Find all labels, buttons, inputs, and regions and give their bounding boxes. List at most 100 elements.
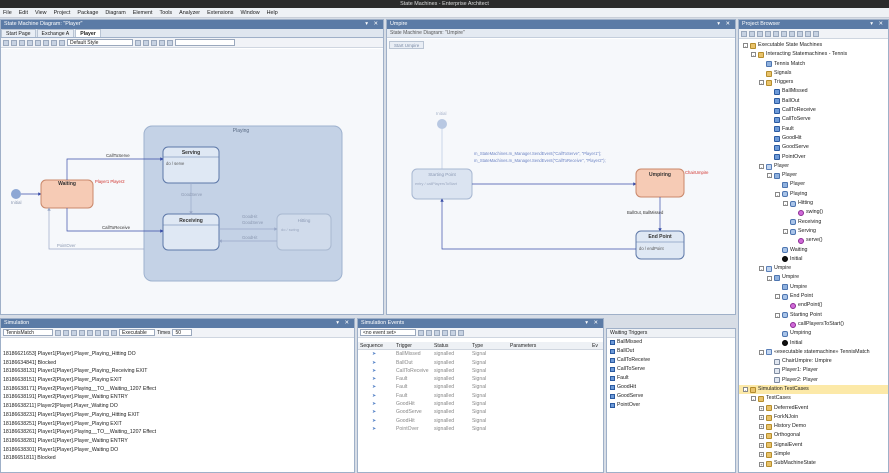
tree-item[interactable]: +Orthogonal	[739, 431, 888, 440]
toolbar-button[interactable]	[35, 39, 41, 46]
expand-toggle-icon[interactable]: -	[775, 191, 780, 197]
tree-item[interactable]: -Umpire	[739, 273, 888, 282]
tree-item[interactable]: +History Demo	[739, 422, 888, 431]
menu-project[interactable]: Project	[53, 9, 71, 16]
tree-item[interactable]: -Serving	[739, 227, 888, 236]
step-into-button[interactable]	[71, 329, 77, 336]
tree-item[interactable]: swing()	[739, 208, 888, 217]
tree-item[interactable]: Player2: Player	[739, 376, 888, 385]
tree-item[interactable]: -Hitting	[739, 199, 888, 208]
expand-toggle-icon[interactable]: +	[759, 424, 764, 430]
toolbar-button[interactable]	[103, 329, 109, 336]
toolbar-button[interactable]	[805, 30, 811, 37]
toolbar-button[interactable]	[111, 329, 117, 336]
panel-close-icon[interactable]: ▾ ✕	[717, 21, 732, 27]
tree-item[interactable]: -Playing	[739, 190, 888, 199]
tab-start-page[interactable]: Start Page	[1, 29, 36, 37]
waiting-trigger-item[interactable]: CallToReceive	[607, 356, 735, 365]
expand-toggle-icon[interactable]: -	[751, 52, 756, 58]
tree-item[interactable]: -Executable State Machines	[739, 41, 888, 50]
waiting-trigger-item[interactable]: GoodHit	[607, 383, 735, 392]
expand-toggle-icon[interactable]: -	[775, 294, 780, 300]
toolbar-button[interactable]	[773, 30, 779, 37]
menu-help[interactable]: Help	[266, 9, 278, 16]
waiting-trigger-item[interactable]: BallMissed	[607, 338, 735, 347]
toolbar-button[interactable]	[757, 30, 763, 37]
expand-toggle-icon[interactable]: -	[759, 80, 764, 86]
toolbar-button[interactable]	[442, 329, 448, 336]
expand-toggle-icon[interactable]: +	[759, 461, 764, 467]
tree-item[interactable]: -End Point	[739, 292, 888, 301]
tree-item[interactable]: Umpire	[739, 283, 888, 292]
tree-item[interactable]: endPoint()	[739, 301, 888, 310]
toolbar-button[interactable]	[159, 39, 165, 46]
waiting-trigger-item[interactable]: Fault	[607, 374, 735, 383]
expand-toggle-icon[interactable]: +	[759, 433, 764, 439]
expand-toggle-icon[interactable]: -	[767, 275, 772, 281]
tree-item[interactable]: Signals	[739, 69, 888, 78]
tree-item[interactable]: Player1: Player	[739, 366, 888, 375]
tree-item[interactable]: Umpiring	[739, 329, 888, 338]
tree-item[interactable]: -Player	[739, 162, 888, 171]
expand-toggle-icon[interactable]: +	[759, 405, 764, 411]
tree-item[interactable]: +Simple	[739, 450, 888, 459]
player-diagram-canvas[interactable]: Playing Initial Waiting Player1 Player2 …	[1, 49, 383, 314]
tree-item[interactable]: Fault	[739, 125, 888, 134]
tree-item[interactable]: CallToReceive	[739, 106, 888, 115]
umpire-tab[interactable]: Start Umpire	[389, 41, 425, 49]
tree-item[interactable]: CallToServe	[739, 115, 888, 124]
tree-item[interactable]: -Interacting Statemachines - Tennis	[739, 50, 888, 59]
tree-item[interactable]: +SignalEvent	[739, 441, 888, 450]
expand-toggle-icon[interactable]: -	[783, 229, 788, 235]
menu-extensions[interactable]: Extensions	[207, 9, 234, 16]
toolbar-button[interactable]	[151, 39, 157, 46]
mode-combo[interactable]: Executable	[119, 329, 155, 336]
tree-item[interactable]: Receiving	[739, 218, 888, 227]
tab-player[interactable]: Player	[75, 29, 101, 37]
expand-toggle-icon[interactable]: +	[759, 452, 764, 458]
expand-toggle-icon[interactable]: -	[743, 43, 748, 49]
tree-item[interactable]: Waiting	[739, 246, 888, 255]
expand-toggle-icon[interactable]: -	[783, 201, 788, 207]
waiting-trigger-item[interactable]: BallOut	[607, 347, 735, 356]
panel-close-icon[interactable]: ▾ ✕	[585, 320, 600, 326]
tree-item[interactable]: GoodServe	[739, 143, 888, 152]
menu-analyzer[interactable]: Analyzer	[179, 9, 201, 16]
menu-package[interactable]: Package	[77, 9, 99, 16]
expand-toggle-icon[interactable]: -	[759, 164, 764, 169]
tree-item[interactable]: -Starting Point	[739, 311, 888, 320]
hitting-state[interactable]	[276, 213, 332, 251]
expand-toggle-icon[interactable]: -	[775, 312, 780, 318]
toolbar-button[interactable]	[3, 39, 9, 46]
toolbar-button[interactable]	[19, 39, 25, 46]
panel-close-icon[interactable]: ▾ ✕	[870, 21, 885, 27]
zoom-combo[interactable]	[175, 39, 235, 46]
toolbar-button[interactable]	[781, 30, 787, 37]
menu-file[interactable]: File	[3, 9, 12, 16]
expand-toggle-icon[interactable]: +	[759, 442, 764, 448]
toolbar-button[interactable]	[458, 329, 464, 336]
toolbar-button[interactable]	[59, 39, 65, 46]
tree-item[interactable]: +SubMachineState	[739, 459, 888, 468]
waiting-trigger-item[interactable]: GoodServe	[607, 392, 735, 401]
tree-item[interactable]: Initial	[739, 339, 888, 348]
menu-view[interactable]: View	[34, 9, 47, 16]
tree-item[interactable]: GoodHit	[739, 134, 888, 143]
tree-item[interactable]: serve()	[739, 236, 888, 245]
tree-item[interactable]: -Umpire	[739, 264, 888, 273]
tree-item[interactable]: ChairUmpire: Umpire	[739, 357, 888, 366]
tab-exchange[interactable]: Exchange A	[36, 29, 75, 37]
run-button[interactable]	[55, 329, 61, 336]
menu-element[interactable]: Element	[132, 9, 153, 16]
style-combo[interactable]: Default Style	[67, 39, 133, 46]
toolbar-button[interactable]	[51, 39, 57, 46]
toolbar-button[interactable]	[418, 329, 424, 336]
tree-item[interactable]: -«executable statemachine» TennisMatch	[739, 348, 888, 357]
pause-button[interactable]	[79, 329, 85, 336]
toolbar-button[interactable]	[167, 39, 173, 46]
tree-item[interactable]: -Player	[739, 171, 888, 180]
